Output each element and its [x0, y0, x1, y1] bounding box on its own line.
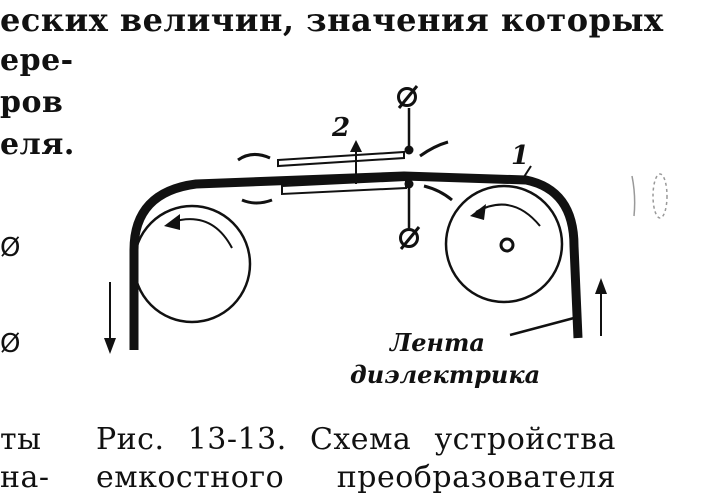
label-1-leader [521, 165, 532, 181]
caption-word: Рис. [96, 422, 165, 457]
figure-caption-line-2: емкостного преобразователя [96, 463, 616, 493]
lower-terminal [399, 228, 419, 248]
dielectric-tape [129, 171, 583, 350]
left-edge-glyph: Ø [0, 329, 20, 359]
left-roller [132, 204, 252, 324]
margin-pencil-oval [652, 173, 668, 219]
caption-word: 13-13. [187, 422, 287, 457]
text-top-line: еских величин, значения которых [0, 1, 664, 39]
lower-electrode [281, 178, 407, 196]
upper-terminal [397, 87, 417, 107]
displacement-arrowhead [350, 140, 362, 152]
tape-down-arrowhead [104, 338, 116, 354]
figure-caption-line-1: Рис. 13-13. Схема устройства [96, 425, 616, 455]
right-roller-arrowhead [470, 204, 486, 220]
caption-word: преобразователя [336, 460, 616, 495]
tape-caption-line-2: диэлектрика [350, 360, 540, 389]
text-fragment-pere: ере- [0, 43, 74, 78]
tape-caption-leader [509, 316, 575, 337]
lower-left-guard-electrode [241, 198, 273, 205]
upper-terminal-slash [397, 85, 419, 109]
caption-word: емкостного [96, 460, 285, 495]
caption-word: устройства [434, 422, 616, 457]
caption-word: Схема [309, 422, 412, 457]
lower-terminal-slash [399, 226, 421, 250]
left-roller-rotation-arrow [171, 218, 233, 249]
text-fragment-rov: ров [0, 85, 64, 120]
upper-electrode [277, 150, 405, 168]
left-edge-glyph: Ø [0, 233, 20, 263]
text-fragment-ty: ты [0, 422, 42, 457]
label-tape-1: 1 [511, 141, 529, 171]
right-roller-rotation-arrow [475, 203, 541, 227]
label-electrode-2: 2 [331, 113, 350, 143]
upper-left-guard-electrode [237, 153, 271, 162]
lower-junction-dot [404, 179, 414, 189]
tape-up-arrowhead [595, 278, 607, 294]
right-roller-axle [499, 237, 515, 253]
margin-pencil-mark [631, 175, 636, 217]
upper-right-guard-electrode [419, 140, 449, 158]
text-fragment-na: на- [0, 460, 50, 495]
lower-right-guard-electrode [423, 184, 453, 202]
right-roller [444, 184, 564, 304]
text-fragment-lya: еля. [0, 127, 75, 162]
left-roller-arrowhead [164, 214, 180, 230]
upper-junction-dot [404, 145, 414, 155]
tape-caption-line-1: Лента [388, 328, 485, 357]
